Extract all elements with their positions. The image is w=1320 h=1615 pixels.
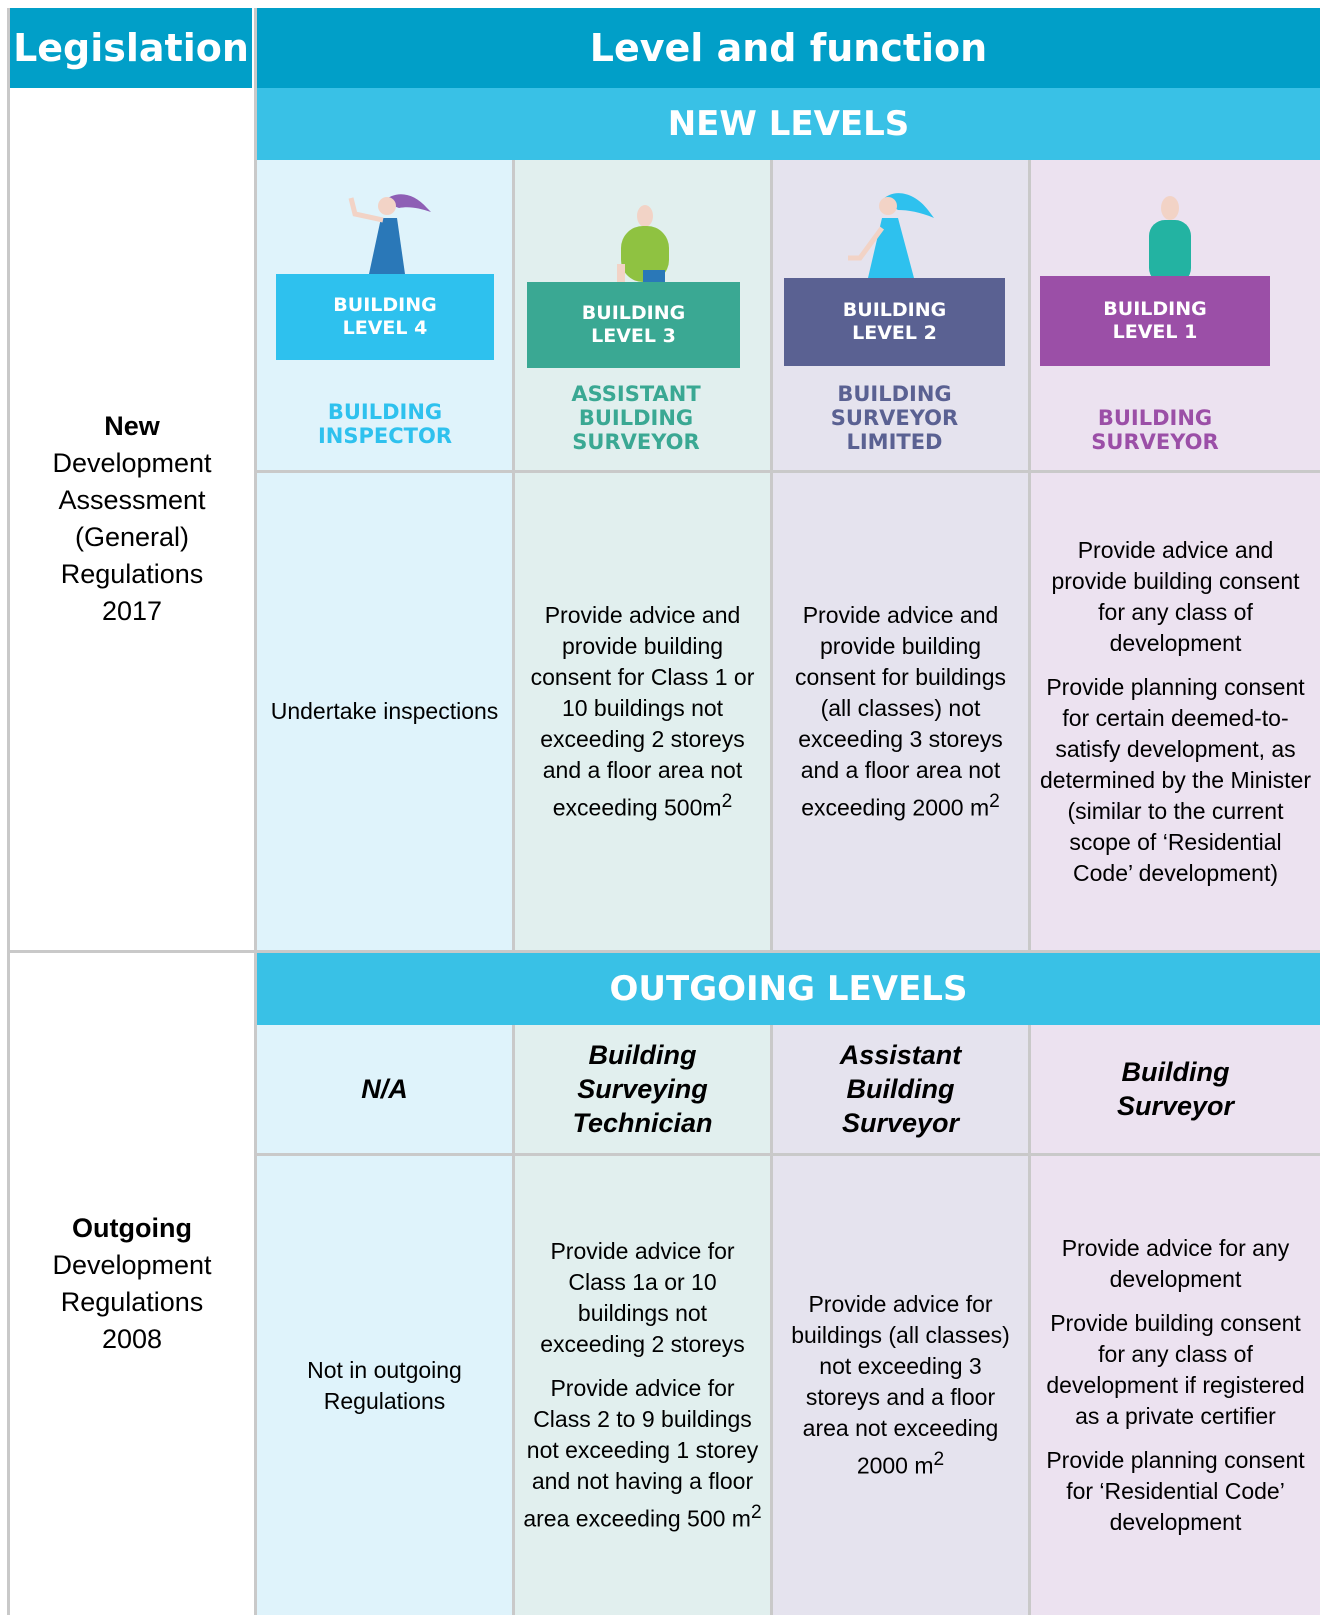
- superscript: 2: [933, 1449, 945, 1471]
- new-legislation-line: 2017: [101, 596, 163, 626]
- new-legislation: New Development Assessment (General) Reg…: [10, 88, 254, 950]
- role-line: SURVEYOR: [1091, 430, 1219, 454]
- role-assistant-building-surveyor: ASSISTANT BUILDING SURVEYOR: [527, 382, 745, 454]
- outgoing-legislation: Outgoing Development Regulations 2008: [10, 953, 254, 1615]
- outgoing-na-function: Not in outgoing Regulations: [257, 1156, 512, 1615]
- role-line: ASSISTANT: [571, 382, 701, 406]
- role-line: LIMITED: [846, 430, 943, 454]
- function-text: Not in outgoing Regulations: [307, 1356, 462, 1414]
- new-legislation-label: New: [104, 411, 160, 441]
- function-text: Provide advice and provide building cons…: [530, 601, 755, 821]
- role-line: BUILDING: [837, 382, 952, 406]
- function-text: Provide advice for Class 2 to 9 building…: [523, 1375, 759, 1532]
- badge-line: BUILDING: [333, 294, 437, 316]
- badge-line: BUILDING: [1103, 298, 1207, 320]
- badge-line: LEVEL 2: [852, 322, 937, 344]
- role-line: INSPECTOR: [317, 424, 452, 448]
- grid-line: [770, 160, 773, 950]
- function-text: Provide planning consent for certain dee…: [1039, 673, 1311, 886]
- woman-dancing-icon: [848, 193, 934, 278]
- function-text: Undertake inspections: [270, 698, 499, 724]
- badge-line: BUILDING: [842, 299, 947, 321]
- grid-line: [1028, 160, 1031, 950]
- function-text-m2: Provide advice and provide building cons…: [523, 600, 762, 824]
- role-building-surveyor-limited: BUILDING SURVEYOR LIMITED: [784, 382, 1005, 454]
- outgoing-title-technician: Building Surveying Technician: [515, 1025, 770, 1153]
- grid-line: [512, 160, 515, 950]
- function-text-m2: Provide advice for buildings (all classe…: [781, 1289, 1020, 1482]
- superscript: 2: [989, 790, 1000, 812]
- grid-line: [257, 1153, 1320, 1156]
- outgoing-levels-band: OUTGOING LEVELS: [257, 953, 1320, 1025]
- outgoing-title-surveyor: Building Surveyor: [1031, 1025, 1320, 1153]
- outgoing-legislation-line: Regulations: [60, 1287, 204, 1317]
- function-text: Provide advice for any development: [1061, 1235, 1290, 1292]
- outgoing-surveyor-function: Provide advice for any development Provi…: [1031, 1156, 1320, 1615]
- role-line: SURVEYOR: [830, 406, 959, 430]
- badge-level-3: BUILDING LEVEL 3: [527, 282, 740, 368]
- grid-line: [10, 950, 1320, 953]
- woman-waving-icon: [348, 194, 431, 274]
- new-levels-band: NEW LEVELS: [257, 88, 1320, 160]
- role-building-inspector: BUILDING INSPECTOR: [276, 400, 494, 448]
- person-green-icon: [617, 205, 669, 284]
- badge-level-4: BUILDING LEVEL 4: [276, 274, 494, 360]
- badge-line: LEVEL 3: [591, 325, 676, 347]
- outgoing-technician-function: Provide advice for Class 1a or 10 buildi…: [515, 1156, 770, 1615]
- superscript: 2: [721, 790, 733, 812]
- function-text-m2: Provide advice and provide building cons…: [781, 600, 1020, 824]
- person-teal-icon: [1149, 196, 1191, 284]
- outgoing-assistant-function: Provide advice for buildings (all classe…: [773, 1156, 1028, 1615]
- legislation-header: Legislation: [10, 8, 252, 88]
- role-line: SURVEYOR: [572, 430, 700, 454]
- new-legislation-line: Assessment: [58, 485, 206, 515]
- level-function-header: Level and function: [257, 8, 1320, 88]
- grid-line: [770, 1025, 773, 1615]
- role-line: BUILDING: [1097, 406, 1213, 430]
- grid-line: [1028, 1025, 1031, 1615]
- function-text: Provide advice and provide building cons…: [795, 601, 1006, 821]
- outgoing-title-assistant: Assistant Building Surveyor: [773, 1025, 1028, 1153]
- outgoing-legislation-line: 2008: [101, 1324, 163, 1354]
- role-line: BUILDING: [578, 406, 694, 430]
- grid-line: [254, 8, 257, 1615]
- grid-line: [257, 470, 1320, 473]
- badge-line: BUILDING: [581, 302, 686, 324]
- badge-line: LEVEL 1: [1112, 321, 1198, 343]
- role-building-surveyor: BUILDING SURVEYOR: [1040, 406, 1270, 454]
- badge-level-1: BUILDING LEVEL 1: [1040, 276, 1270, 366]
- new-level-1-function: Provide advice and provide building cons…: [1031, 473, 1320, 950]
- badge-level-2: BUILDING LEVEL 2: [784, 278, 1005, 366]
- function-text-m2: Provide advice for Class 2 to 9 building…: [523, 1373, 762, 1535]
- role-line: BUILDING: [327, 400, 443, 424]
- outgoing-legislation-line: Development: [52, 1250, 212, 1280]
- new-level-3-function: Provide advice and provide building cons…: [515, 473, 770, 950]
- new-legislation-line: Development: [52, 448, 212, 478]
- grid-line: [512, 1025, 515, 1615]
- outgoing-legislation-label: Outgoing: [72, 1213, 192, 1243]
- function-text: Provide advice and provide building cons…: [1051, 536, 1300, 656]
- new-level-4-function: Undertake inspections: [257, 473, 512, 950]
- new-legislation-line: (General): [74, 522, 190, 552]
- badge-line: LEVEL 4: [342, 317, 428, 339]
- new-level-2-function: Provide advice and provide building cons…: [773, 473, 1028, 950]
- grid-line: [7, 8, 10, 1615]
- function-text: Provide advice for buildings (all classe…: [791, 1291, 1010, 1479]
- superscript: 2: [750, 1502, 762, 1524]
- function-text: Provide planning consent for ‘Residentia…: [1046, 1447, 1305, 1535]
- function-text: Provide building consent for any class o…: [1046, 1310, 1305, 1429]
- function-text: Provide advice for Class 1a or 10 buildi…: [540, 1238, 745, 1358]
- outgoing-title-na: N/A: [257, 1025, 512, 1153]
- new-legislation-line: Regulations: [60, 559, 204, 589]
